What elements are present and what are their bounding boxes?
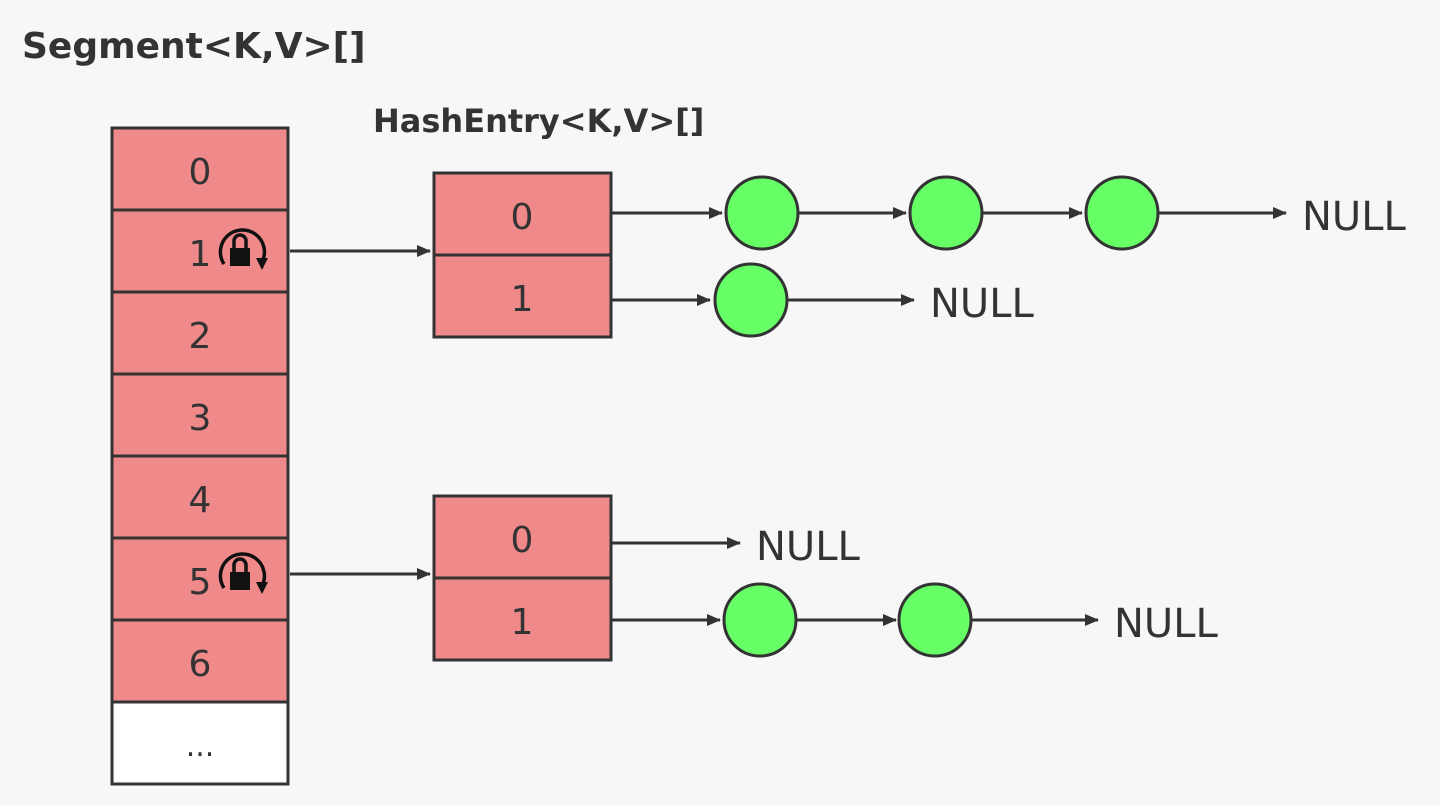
segment-cell-0: 0 (110, 126, 290, 212)
lock-icon (218, 552, 268, 594)
hash-entry-cell-label: 0 (511, 520, 534, 561)
segment-cell-1: 1 (110, 208, 290, 294)
segment-cell-label: ... (186, 729, 215, 764)
segment-cell-ellipsis: ... (110, 700, 290, 786)
chain-table1-bucket1: NULL (612, 262, 1034, 338)
hash-entry-node (897, 582, 973, 658)
hash-entry-node (724, 175, 800, 251)
segment-cell-2: 2 (110, 290, 290, 376)
hash-entry-cell-label: 0 (511, 197, 534, 238)
chain-table2-bucket1: NULL (612, 582, 1218, 658)
segment-cell-3: 3 (110, 372, 290, 458)
segment-array: 0 1 2 3 4 5 (110, 126, 290, 786)
segment-cell-label: 4 (189, 480, 212, 521)
hash-entry-label: HashEntry<K,V>[] (373, 102, 704, 140)
hash-entry-node (908, 175, 984, 251)
hash-entry-node (722, 582, 798, 658)
lock-icon (218, 228, 268, 270)
hash-entry-cell-label: 1 (511, 602, 534, 643)
segment-cell-4: 4 (110, 454, 290, 540)
hash-entry-table-1: 0 1 (432, 171, 613, 339)
segment-cell-label: 3 (189, 398, 212, 439)
hash-entry-cell-label: 1 (511, 279, 534, 320)
segment-cell-5: 5 (110, 536, 290, 622)
hash-entry-table-2: 0 1 (432, 494, 613, 662)
hash-entry-node (713, 262, 789, 338)
null-label: NULL (1302, 194, 1406, 240)
chain-table1-bucket0: NULL (612, 175, 1406, 251)
segment-cell-6: 6 (110, 618, 290, 704)
hash-entry-node (1084, 175, 1160, 251)
segment-cell-label: 1 (189, 234, 212, 275)
chain-table2-bucket0: NULL (612, 524, 860, 570)
segment-array-title: Segment<K,V>[] (22, 26, 366, 67)
null-label: NULL (930, 281, 1034, 327)
segment-cell-label: 0 (189, 152, 212, 193)
segment-cell-label: 5 (189, 562, 212, 603)
null-label: NULL (1114, 601, 1218, 647)
null-label: NULL (756, 524, 860, 570)
segment-cell-label: 6 (189, 644, 212, 685)
segment-cell-label: 2 (189, 316, 212, 357)
